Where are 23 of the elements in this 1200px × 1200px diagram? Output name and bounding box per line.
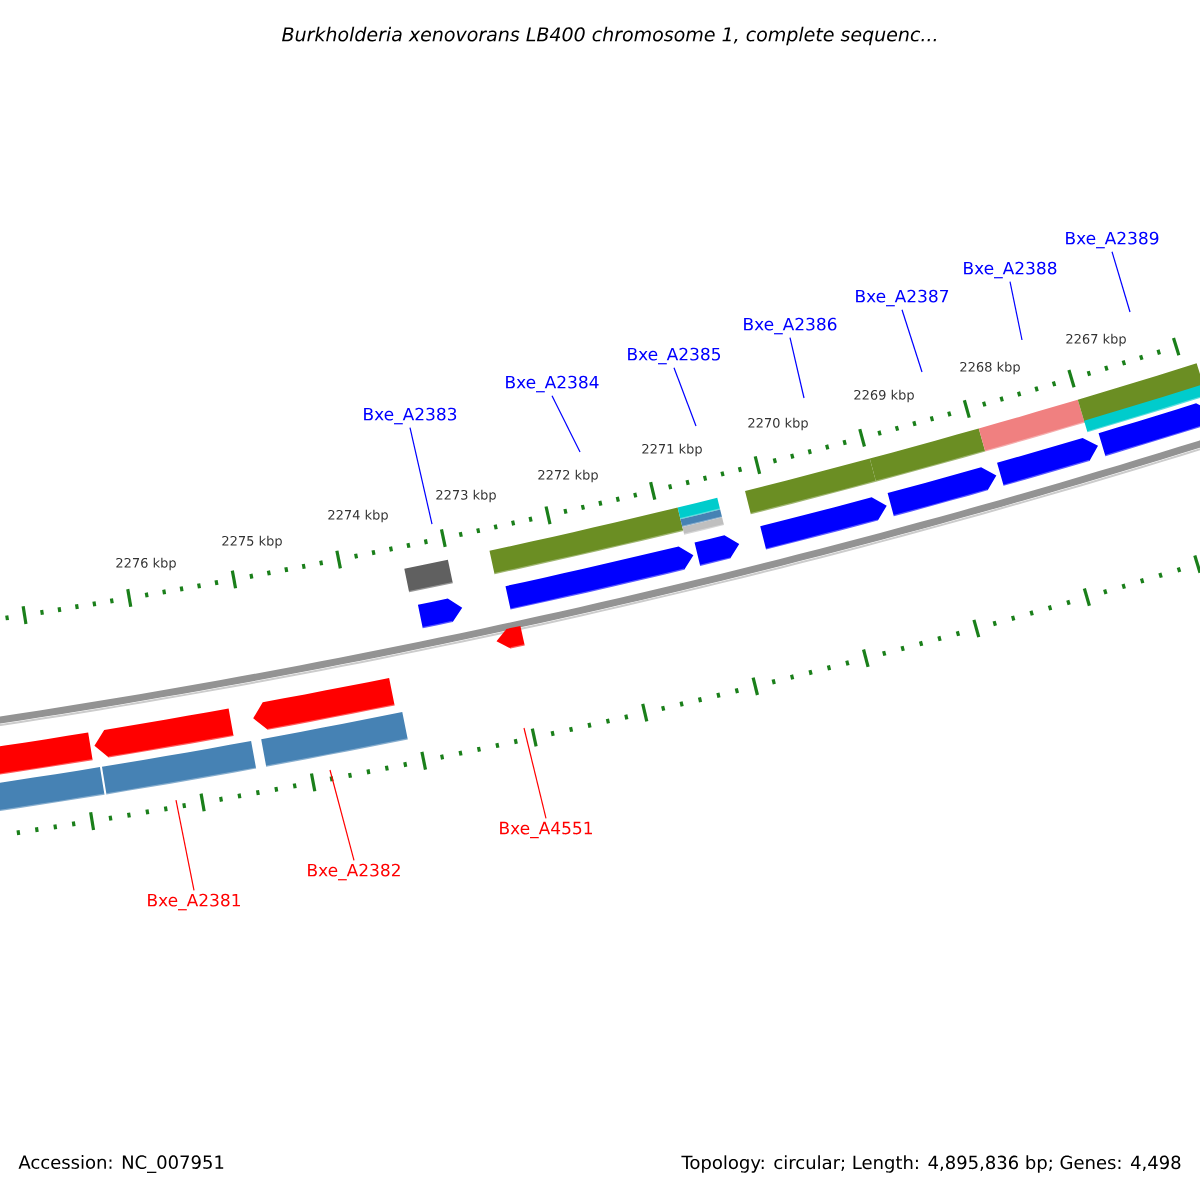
gene-label: Bxe_A2389 <box>1066 231 1159 249</box>
title: Burkholderia xenovorans LB400 chromosome 1, complete sequenc... <box>282 26 936 46</box>
footer-text: Accession: NC_007951 <box>18 1155 224 1173</box>
footer-text: Topology: circular; Length: 4,895,836 bp; Genes: 4,498 <box>681 1155 1181 1173</box>
leader-line <box>673 367 697 427</box>
leader-line <box>329 769 355 861</box>
leader-line <box>175 799 195 891</box>
gene-label: Bxe_A2385 <box>628 347 721 365</box>
gene-label: Bxe_A2383 <box>364 407 457 425</box>
gene-label: Bxe_A2384 <box>506 375 599 393</box>
leader-line <box>1009 281 1023 341</box>
leader-line <box>523 727 547 819</box>
leader-line <box>409 427 433 525</box>
gene-label: Bxe_A2381 <box>148 893 240 911</box>
leader-line <box>901 309 923 373</box>
gene-label: Bxe_A2386 <box>744 317 837 335</box>
gene-label: Bxe_A4551 <box>500 821 592 839</box>
gene-label: Bxe_A2382 <box>308 863 400 881</box>
leader-line <box>789 337 805 399</box>
leader-line <box>551 395 581 453</box>
gene-label: Bxe_A2387 <box>856 289 949 307</box>
leader-line <box>1111 251 1131 313</box>
gene-label: Bxe_A2388 <box>964 261 1057 279</box>
